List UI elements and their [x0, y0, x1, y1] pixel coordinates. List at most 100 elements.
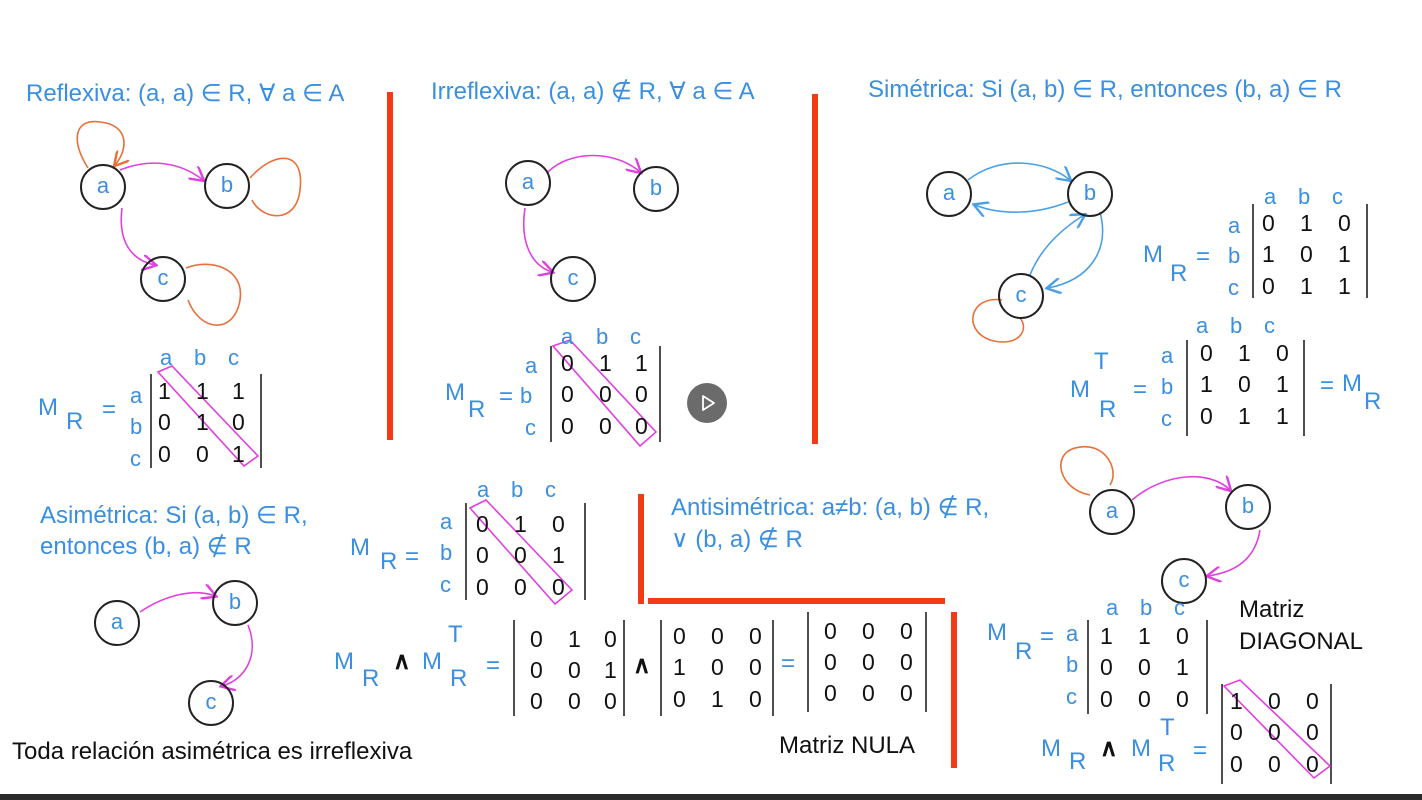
matrix-cell: 1: [1300, 210, 1313, 236]
col-header: b: [1140, 595, 1153, 620]
simetrica-graph-edges: [967, 162, 1104, 343]
row-label: b: [1161, 374, 1174, 399]
matrix-cell: 1: [568, 626, 581, 652]
col-header: b: [1230, 313, 1243, 338]
section-dividers: [387, 92, 957, 768]
m-symbol: M: [1070, 376, 1090, 403]
col-header: a: [561, 324, 574, 349]
matrix-cell: 1: [1338, 241, 1351, 267]
matrix-cell: 0: [1138, 654, 1151, 680]
equals-sign: =: [405, 543, 420, 570]
equals-sign: =: [499, 383, 514, 410]
note-matriz-nula: Matriz NULA: [779, 732, 916, 759]
m-symbol: M: [334, 648, 354, 675]
node-b: b: [1225, 484, 1271, 530]
equals-sign: =: [102, 396, 117, 423]
matrix-cell: 0: [1200, 340, 1213, 366]
matrix-cell: 1: [1238, 403, 1251, 429]
r-subscript: R: [380, 548, 398, 575]
note-matriz-diagonal-line2: DIAGONAL: [1239, 628, 1364, 655]
col-header: a: [160, 345, 173, 370]
heading-simetrica: Simétrica: Si (a, b) ∈ R, entonces (b, a…: [868, 76, 1342, 103]
matrix-cell: 0: [1300, 241, 1313, 267]
row-label: b: [440, 540, 453, 565]
matrix-cell: 0: [1100, 654, 1113, 680]
row-label: a: [1066, 621, 1079, 646]
matrix-cell: 0: [561, 350, 574, 376]
matrix-cell: 0: [749, 686, 762, 712]
matrix-cell: 0: [1268, 688, 1281, 714]
row-label: b: [1066, 652, 1079, 677]
matrix-cell: 1: [1276, 371, 1289, 397]
matrix-cell: 1: [158, 378, 171, 404]
node-c: c: [998, 273, 1044, 319]
play-button[interactable]: [687, 383, 727, 423]
r-subscript: R: [1015, 638, 1033, 665]
asimetrica-graph-edges: [139, 593, 253, 686]
matrix-cell: 1: [635, 350, 648, 376]
matrix-cell: 1: [1262, 241, 1275, 267]
matrix-cell: 0: [158, 441, 171, 467]
matrix-cell: 0: [824, 618, 837, 644]
matrix-cell: 0: [1306, 719, 1319, 745]
matrix-cell: 0: [476, 574, 489, 600]
m-symbol: M: [987, 619, 1007, 646]
col-header: c: [630, 324, 641, 349]
equals-sign: =: [1040, 623, 1055, 650]
col-header: c: [1174, 595, 1185, 620]
matrix-cell: 0: [476, 542, 489, 568]
node-a: a: [926, 171, 972, 217]
row-label: b: [520, 383, 533, 408]
m-symbol: M: [445, 379, 465, 406]
t-superscript: T: [1160, 714, 1175, 741]
matrix-cell: 0: [824, 649, 837, 675]
matrix-cell: 1: [1276, 403, 1289, 429]
node-b: b: [633, 166, 679, 212]
m-symbol: M: [422, 648, 442, 675]
matrix-cell: 0: [1262, 273, 1275, 299]
r-subscript: R: [1099, 396, 1117, 423]
heading-antisimetrica: Antisimétrica: a≠b: (a, b) ∉ R,: [671, 494, 990, 521]
matrix-cell: 1: [1338, 273, 1351, 299]
matrix-cell: 0: [561, 381, 574, 407]
matrix-cell: 0: [1338, 210, 1351, 236]
heading-asimetrica: Asimétrica: Si (a, b) ∈ R,: [40, 502, 308, 529]
matrix-cell: 0: [1306, 688, 1319, 714]
row-label: c: [1066, 684, 1077, 709]
matrix-cell: 0: [568, 657, 581, 683]
matrix-cell: 0: [1238, 371, 1251, 397]
matrix-cell: 0: [604, 688, 617, 714]
matrix-cell: 1: [1238, 340, 1251, 366]
heading-reflexiva: Reflexiva: (a, a) ∈ R, ∀ a ∈ A: [26, 80, 345, 107]
node-c: c: [140, 256, 186, 302]
equals-sign: =: [781, 650, 796, 677]
col-header: c: [1264, 313, 1275, 338]
video-progress-bar[interactable]: [0, 794, 1422, 800]
row-label: a: [440, 509, 453, 534]
matrix-cell: 1: [232, 378, 245, 404]
col-header: c: [228, 345, 239, 370]
col-header: c: [545, 477, 556, 502]
equals-sign: =: [1193, 737, 1208, 764]
matrix-cell: 1: [196, 409, 209, 435]
matrix-cell: 1: [673, 654, 686, 680]
m-symbol: M: [1041, 735, 1061, 762]
matrix-cell: 0: [711, 654, 724, 680]
equals-sign: =: [1320, 372, 1335, 399]
node-b: b: [212, 580, 258, 626]
note-matriz-diagonal: Matriz: [1239, 596, 1305, 623]
matrix-cell: 0: [1200, 403, 1213, 429]
equals-sign: =: [1133, 376, 1148, 403]
row-label: c: [525, 415, 536, 440]
r-subscript: R: [1364, 388, 1382, 415]
matrix-cell: 0: [1230, 751, 1243, 777]
matrix-cell: 1: [1176, 654, 1189, 680]
equals-sign: =: [1196, 243, 1211, 270]
matrix-cell: 0: [561, 413, 574, 439]
t-superscript: T: [448, 621, 463, 648]
node-a: a: [505, 160, 551, 206]
r-subscript: R: [66, 408, 84, 435]
col-header: b: [596, 324, 609, 349]
matrix-cell: 1: [1230, 688, 1243, 714]
